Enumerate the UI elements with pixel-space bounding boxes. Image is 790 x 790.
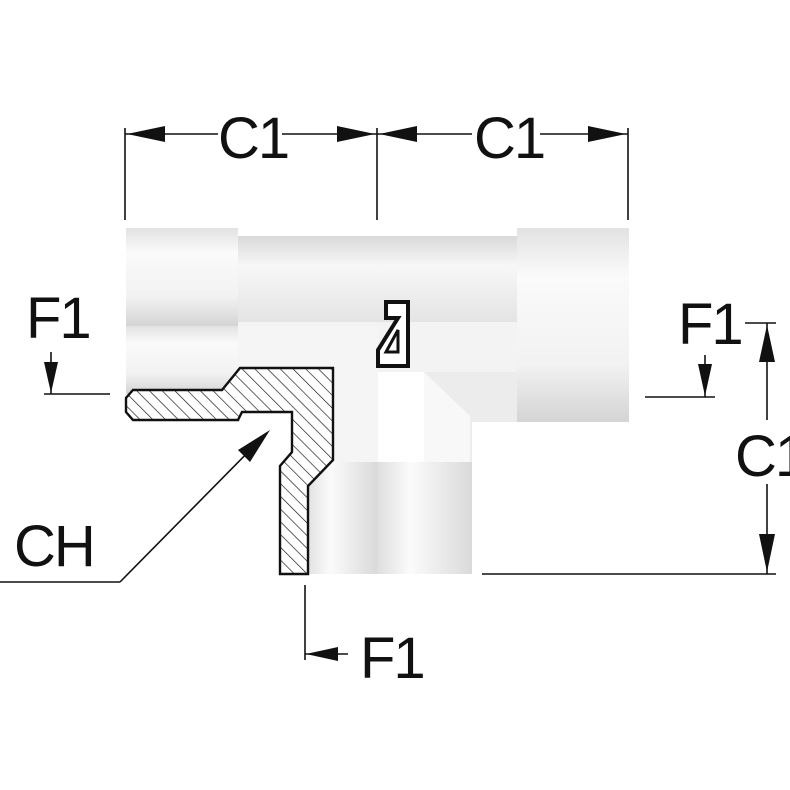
brand-logo <box>376 300 410 368</box>
bottom-f1-arrow <box>306 647 338 661</box>
top-dimension <box>124 126 629 220</box>
left-f1-label: F1 <box>26 286 90 351</box>
branch-corner <box>424 372 470 462</box>
bottom-port-right <box>377 462 472 574</box>
right-c1-label: C1 <box>735 424 790 489</box>
right-height-dimension <box>482 322 776 575</box>
ch-arrow <box>238 430 270 462</box>
bottom-port-left <box>305 462 377 574</box>
right-port-hex <box>517 228 629 422</box>
ch-leader-diagonal <box>119 437 263 583</box>
run-body <box>238 236 518 322</box>
top-left-c1-label: C1 <box>218 106 288 171</box>
top-right-c1-label: C1 <box>474 106 544 171</box>
hatched-section <box>124 366 335 576</box>
right-f1-label: F1 <box>678 292 742 357</box>
bottom-f1-label: F1 <box>360 626 424 691</box>
fitting-body <box>126 228 629 574</box>
left-port-hex <box>126 228 238 326</box>
left-port-socket <box>126 326 238 394</box>
left-f1-arrow <box>44 362 58 393</box>
ch-label: CH <box>14 514 94 579</box>
right-f1-arrow <box>698 364 712 396</box>
